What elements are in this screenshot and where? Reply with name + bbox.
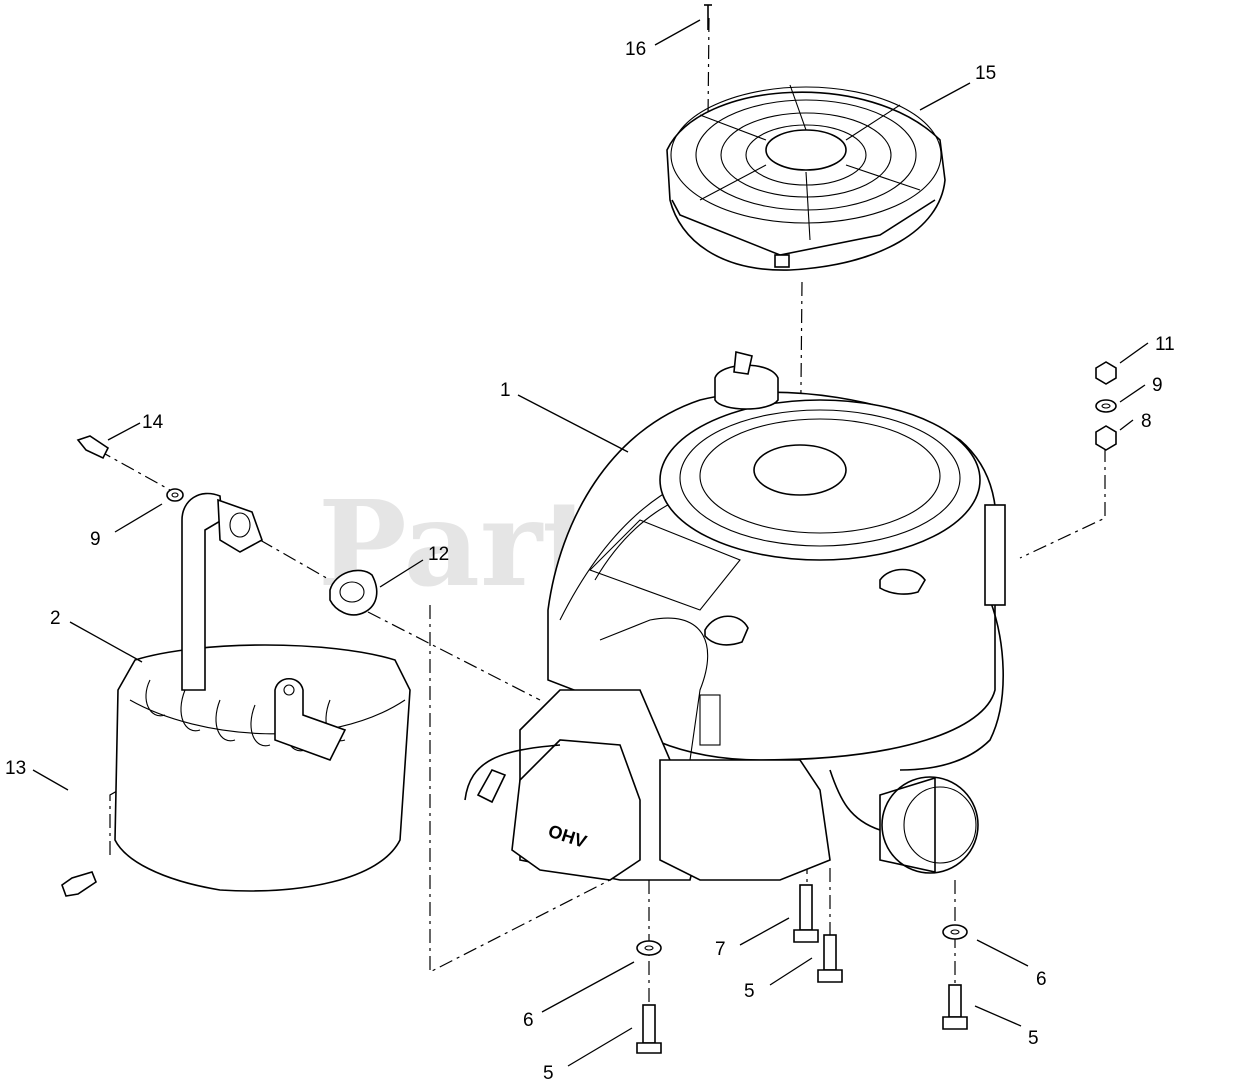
washer-part-6-center	[636, 940, 662, 956]
callout-6-right: 6	[1036, 969, 1047, 990]
bolt-part-5-right	[942, 984, 968, 1030]
callout-5-right: 5	[1028, 1028, 1039, 1049]
muffler-part-2	[114, 492, 411, 892]
nut-part-11	[1095, 361, 1117, 385]
bolt-part-14	[76, 435, 110, 460]
callout-8: 8	[1141, 411, 1152, 432]
callout-2: 2	[50, 608, 61, 629]
callout-5-center: 5	[543, 1063, 554, 1084]
washer-part-9-left	[166, 488, 184, 502]
bolt-part-5-middle	[817, 934, 843, 983]
callout-16: 16	[625, 39, 646, 60]
bolt-part-5-center	[636, 1004, 662, 1054]
callout-7: 7	[715, 939, 726, 960]
callouts: 1 2 5 5 5 6 6 7 8 9 9 11 12 13 14 15 16	[5, 39, 1175, 1084]
callout-9-left: 9	[90, 529, 101, 550]
callout-13: 13	[5, 758, 26, 779]
washer-part-6-right	[942, 924, 968, 940]
bolt-part-13	[61, 871, 97, 897]
engine-part-1: OHV	[464, 350, 1006, 881]
callout-12: 12	[428, 544, 449, 565]
callout-14: 14	[142, 412, 164, 433]
callout-15: 15	[975, 63, 996, 84]
callout-11: 11	[1155, 334, 1175, 355]
nut-part-8	[1095, 425, 1117, 451]
gasket-part-12	[329, 569, 378, 616]
washer-part-9-right	[1095, 399, 1117, 413]
callout-leaders	[32, 19, 1149, 1067]
callout-5-middle: 5	[744, 981, 755, 1002]
screw-part-16	[704, 4, 712, 30]
bolt-part-7	[793, 884, 819, 943]
callout-9-right: 9	[1152, 375, 1163, 396]
fan-screen-part-15	[666, 84, 946, 271]
callout-1: 1	[500, 380, 511, 401]
callout-6-center: 6	[523, 1010, 534, 1031]
